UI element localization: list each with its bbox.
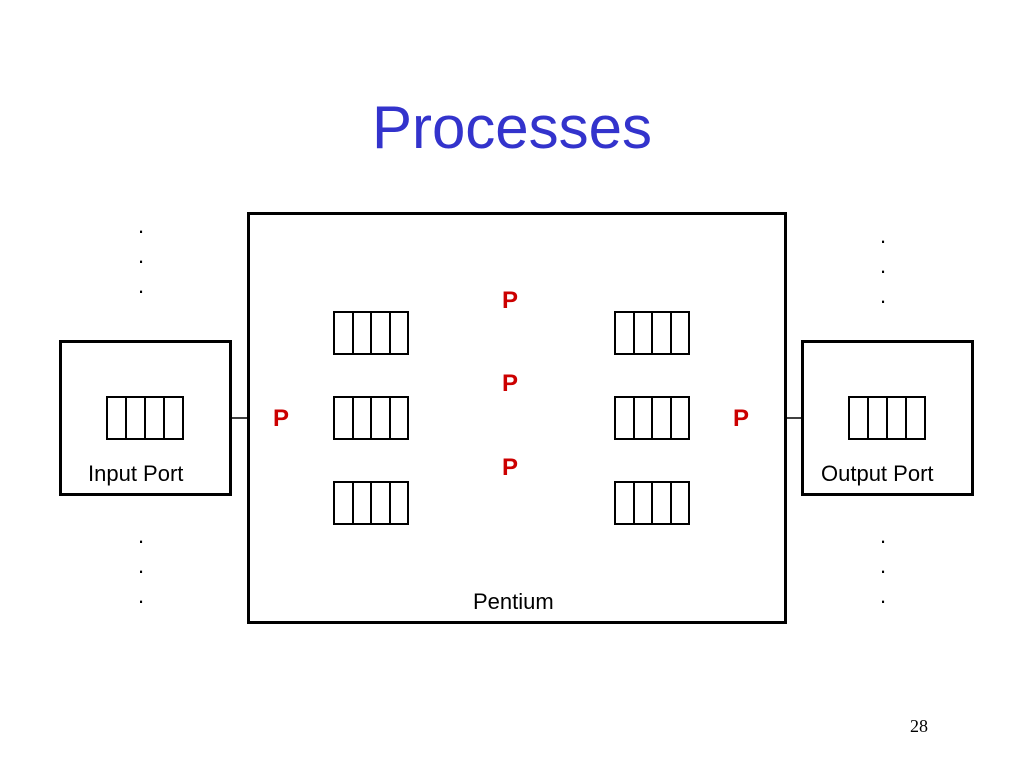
- pentium-box: [247, 212, 787, 624]
- slide-title: Processes: [371, 94, 653, 161]
- collector-process-label: P: [733, 405, 750, 432]
- output-port-queue: [848, 396, 926, 440]
- right-queue-top: [614, 311, 690, 355]
- input-port-label: Input Port: [88, 461, 184, 486]
- input-port-dots-below: ···: [137, 528, 145, 613]
- process-label-middle: P: [502, 370, 519, 397]
- left-queue-bottom: [333, 481, 409, 525]
- output-port-dots-above: ···: [879, 228, 887, 313]
- input-port-queue: [106, 396, 184, 440]
- process-label-top: P: [502, 287, 519, 314]
- right-queue-middle: [614, 396, 690, 440]
- left-queue-middle: [333, 396, 409, 440]
- right-queue-bottom: [614, 481, 690, 525]
- output-port-label: Output Port: [821, 461, 934, 486]
- dispatcher-process-label: P: [273, 405, 290, 432]
- page-number: 28: [910, 716, 928, 736]
- output-port-dots-below: ···: [879, 528, 887, 613]
- process-label-bottom: P: [502, 454, 519, 481]
- left-queue-top: [333, 311, 409, 355]
- pentium-label: Pentium: [473, 589, 554, 614]
- input-port-dots-above: ···: [137, 218, 145, 303]
